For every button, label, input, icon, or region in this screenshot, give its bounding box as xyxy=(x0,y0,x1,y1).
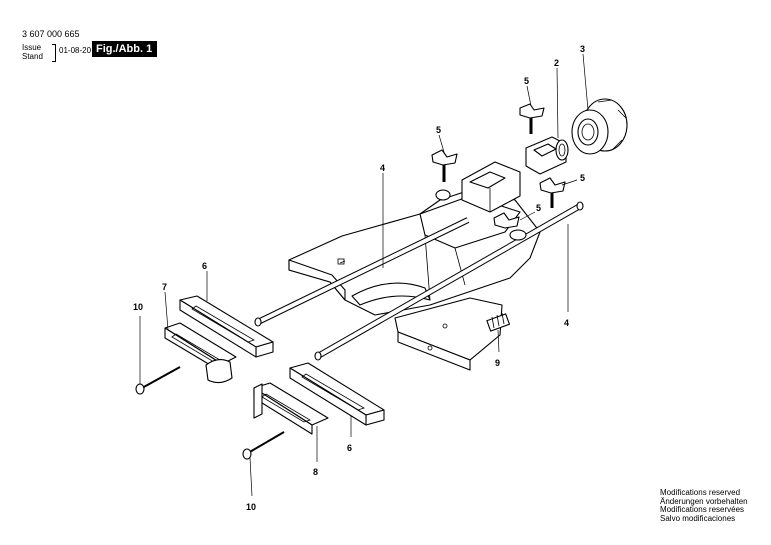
callout-5: 5 xyxy=(580,173,585,183)
document-number: 3 607 000 665 xyxy=(22,29,80,39)
note-es: Salvo modificaciones xyxy=(660,513,736,523)
callout-8: 8 xyxy=(313,467,318,477)
callout-6: 6 xyxy=(347,443,352,453)
threaded-stud xyxy=(486,312,510,332)
callout-10: 10 xyxy=(133,302,143,312)
issue-labels: Issue Stand xyxy=(22,43,43,61)
stand-label: Stand xyxy=(22,52,43,61)
issue-bracket xyxy=(52,44,56,62)
callout-5: 5 xyxy=(536,203,541,213)
callout-4: 4 xyxy=(564,318,569,328)
callout-2: 2 xyxy=(554,58,559,68)
callout-10: 10 xyxy=(246,502,256,512)
callout-labels: 3 2 5 5 4 5 5 4 6 7 10 9 6 8 10 xyxy=(133,44,585,512)
note-de: Änderungen vorbehalten xyxy=(660,496,748,506)
leader-lines xyxy=(139,53,589,497)
callout-5: 5 xyxy=(436,125,441,135)
wing-screw-icon xyxy=(431,103,566,241)
callout-9: 9 xyxy=(495,358,500,368)
knurled-nut xyxy=(571,98,628,155)
figure-label: Fig./Abb. 1 xyxy=(92,41,158,57)
stop-right xyxy=(253,382,329,435)
issue-date: 01-08-20 xyxy=(59,46,92,55)
issue-label: Issue xyxy=(22,43,42,52)
note-en: Modifications reserved xyxy=(660,488,741,497)
clamp-plate-left xyxy=(179,295,274,358)
note-fr: Modifications reservées xyxy=(660,505,745,515)
modification-notes: Modifications reserved Änderungen vorbeh… xyxy=(660,488,748,523)
clamp-block xyxy=(525,136,569,175)
callout-6: 6 xyxy=(202,261,207,271)
callout-3: 3 xyxy=(580,44,585,54)
screw-icon xyxy=(135,366,285,460)
base-plate xyxy=(288,161,541,371)
callout-5: 5 xyxy=(524,76,529,86)
clamp-plate-right xyxy=(289,362,385,426)
guide-rods xyxy=(254,201,584,361)
callout-4: 4 xyxy=(380,163,385,173)
stop-left xyxy=(164,322,237,384)
callout-7: 7 xyxy=(162,282,167,292)
